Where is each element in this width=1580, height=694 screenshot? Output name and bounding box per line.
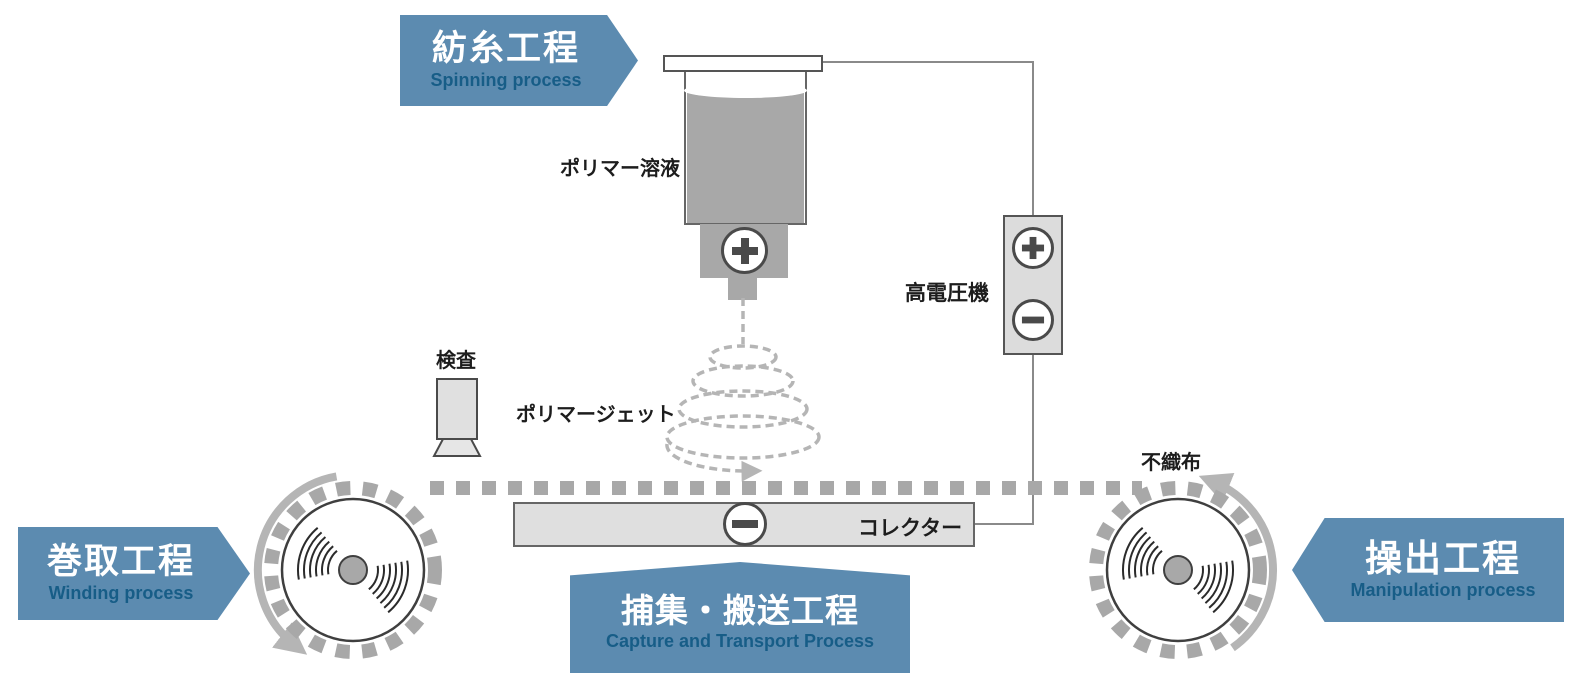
banner-winding-jp: 巻取工程 [46, 542, 195, 582]
banner-capture-jp: 捕集・搬送工程 [621, 592, 859, 630]
banner-spinning-process: 紡糸工程 Spinning process [400, 15, 638, 106]
wire-bottom-horizontal [975, 523, 1034, 525]
inspection-device [432, 378, 482, 457]
high-voltage-label: 高電圧機 [905, 282, 989, 305]
minus-icon [1021, 309, 1045, 331]
banner-manipulation-jp: 操出工程 [1365, 537, 1521, 579]
collector-negative-terminal-icon [723, 502, 767, 546]
banner-spinning-en: Spinning process [430, 69, 582, 90]
plus-icon [731, 237, 758, 264]
web-line [430, 481, 1142, 495]
plus-icon [1021, 236, 1045, 260]
vessel-lid [663, 55, 823, 72]
banner-winding-en: Winding process [48, 582, 194, 603]
winding-roller [253, 472, 442, 659]
polymer-solution-fill [687, 90, 804, 223]
nonwoven-label: 不織布 [1141, 452, 1201, 474]
hv-negative-terminal-icon [1012, 299, 1054, 341]
solution-meniscus [684, 83, 807, 98]
roller-hub [338, 555, 368, 585]
banner-capture-transport-process: 捕集・搬送工程 Capture and Transport Process [570, 562, 910, 673]
banner-manipulation-process: 操出工程 Manipulation process [1292, 518, 1564, 622]
rotation-arrow-icon [253, 472, 338, 655]
banner-manipulation-en: Manipulation process [1350, 580, 1536, 601]
polymer-jet-label: ポリマージェット [516, 404, 676, 426]
positive-terminal-icon [721, 227, 768, 274]
polymer-solution-label: ポリマー溶液 [560, 158, 680, 180]
wire-bottom-vertical [1032, 355, 1034, 525]
polymer-jet-spiral [665, 298, 821, 482]
minus-icon [732, 511, 758, 537]
hv-positive-terminal-icon [1012, 227, 1054, 269]
banner-capture-en: Capture and Transport Process [605, 630, 875, 651]
web-wrap-ring [1089, 481, 1267, 659]
wire-top-vertical [1032, 61, 1034, 215]
wire-top-horizontal [823, 61, 1034, 63]
banner-spinning-jp: 紡糸工程 [431, 29, 580, 69]
nozzle-tip [728, 278, 757, 300]
collector-label: コレクター [858, 517, 963, 540]
rotation-arrow-icon [1198, 473, 1277, 652]
banner-winding-process: 巻取工程 Winding process [18, 527, 250, 620]
feedout-roller [1089, 473, 1277, 659]
roller-hub [1163, 555, 1193, 585]
web-wrap-ring [264, 481, 442, 659]
inspection-label: 検査 [436, 350, 476, 372]
